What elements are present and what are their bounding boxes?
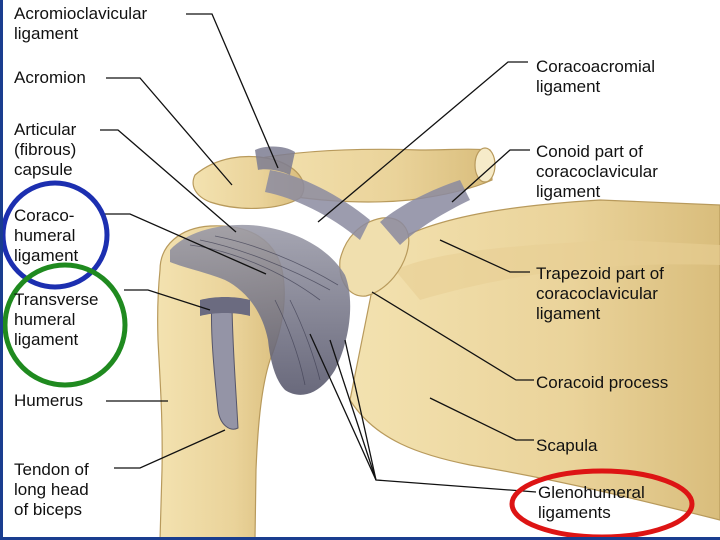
label-conoid-part: Conoid part of coracoclavicular ligament bbox=[536, 142, 658, 202]
label-humerus: Humerus bbox=[14, 391, 83, 411]
label-biceps-tendon: Tendon of long head of biceps bbox=[14, 460, 89, 520]
label-coracoacromial-ligament: Coracoacromial ligament bbox=[536, 57, 655, 97]
label-trapezoid-part: Trapezoid part of coracoclavicular ligam… bbox=[536, 264, 664, 324]
label-coracoid-process: Coracoid process bbox=[536, 373, 668, 393]
label-articular-capsule: Articular (fibrous) capsule bbox=[14, 120, 76, 180]
label-coracohumeral-ligament: Coraco- humeral ligament bbox=[14, 206, 78, 266]
label-glenohumeral-ligaments: Glenohumeral ligaments bbox=[538, 483, 645, 523]
slide-frame-left bbox=[0, 0, 3, 540]
label-acromion: Acromion bbox=[14, 68, 86, 88]
label-scapula: Scapula bbox=[536, 436, 597, 456]
label-transverse-humeral-ligament: Transverse humeral ligament bbox=[14, 290, 98, 350]
label-acromioclavicular-ligament: Acromioclavicular ligament bbox=[14, 4, 147, 44]
